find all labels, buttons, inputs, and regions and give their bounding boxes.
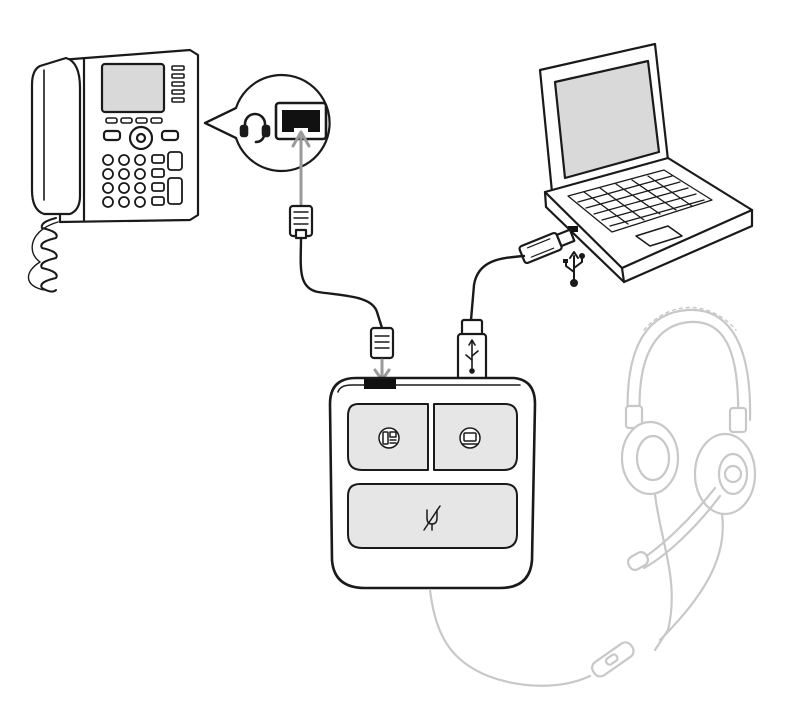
headset-port-callout bbox=[203, 73, 331, 173]
usb-cable bbox=[456, 228, 576, 382]
laptop-keyboard bbox=[567, 169, 713, 233]
phone-connection-arrow bbox=[291, 130, 311, 206]
laptop bbox=[538, 42, 754, 287]
desk-phone-button[interactable] bbox=[347, 403, 429, 471]
base-phone-port bbox=[364, 379, 396, 389]
phone-screen bbox=[100, 62, 166, 114]
laptop-icon bbox=[459, 427, 481, 449]
mute-button[interactable] bbox=[347, 483, 518, 549]
headset bbox=[428, 306, 757, 687]
pc-button[interactable] bbox=[433, 403, 518, 471]
headset-port-icon bbox=[239, 112, 271, 144]
laptop-screen bbox=[553, 59, 661, 180]
desk-phone bbox=[27, 48, 200, 293]
usb-icon bbox=[563, 251, 585, 287]
audio-processor bbox=[328, 376, 537, 590]
rj9-cable bbox=[288, 204, 395, 382]
desk-phone-icon bbox=[378, 427, 400, 449]
mute-icon bbox=[423, 505, 441, 531]
phone-keypad bbox=[102, 151, 183, 208]
